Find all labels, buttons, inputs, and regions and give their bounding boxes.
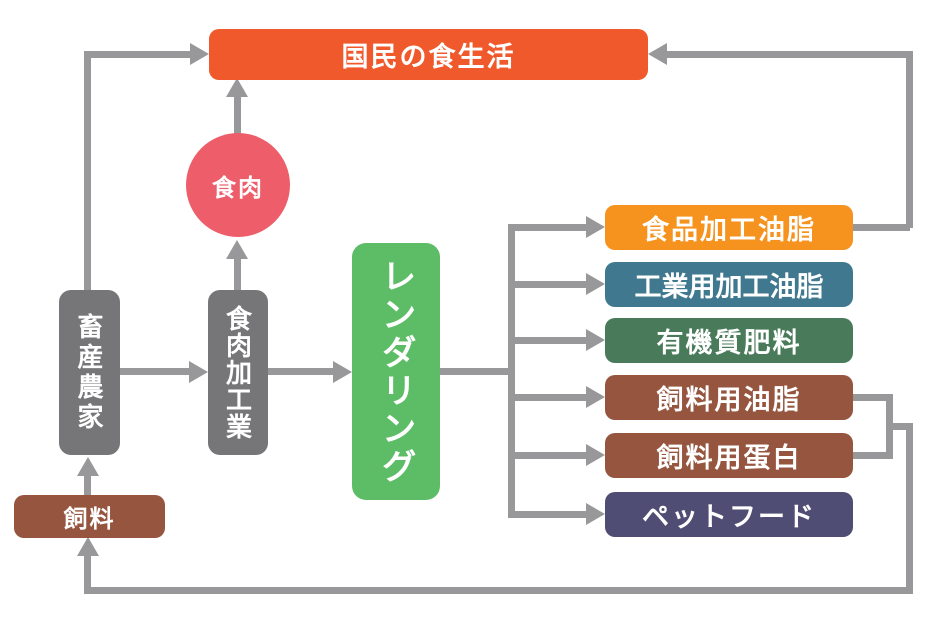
node-feed: 飼料: [14, 495, 165, 538]
arrowhead-into-rendering: [333, 361, 352, 383]
edge-foodoil-to-diet-vline: [906, 51, 913, 228]
arrowhead-food-oil: [586, 216, 605, 238]
arrowhead-industrial-oil: [586, 273, 605, 295]
node-product-feed-oil: 飼料用油脂: [605, 375, 853, 420]
branch-line-feed-oil: [508, 394, 590, 401]
edge-rendering-to-trunk-line: [440, 368, 512, 375]
node-livestock-farmers: 畜産農家: [59, 290, 120, 455]
node-meat: 食肉: [186, 133, 290, 237]
node-product-food-oil: 食品加工油脂: [605, 205, 853, 250]
branch-line-fertilizer: [508, 337, 590, 344]
arrowhead-fertilizer: [586, 329, 605, 351]
branch-line-food-oil: [508, 224, 590, 231]
edge-meat-to-diet-line: [234, 93, 241, 134]
arrowhead-into-meat: [226, 240, 248, 259]
node-product-pet-food: ペットフード: [605, 492, 853, 537]
edge-feedoil-right-hline: [852, 394, 893, 401]
node-national-diet: 国民の食生活: [209, 29, 648, 80]
edge-feed-return-right-vline: [906, 423, 913, 594]
branch-line-industrial-oil: [508, 281, 590, 288]
arrowhead-into-diet-right: [648, 43, 667, 65]
edge-farmers-to-meatproc-line: [120, 368, 193, 375]
arrowhead-into-diet-bottom: [226, 78, 248, 97]
arrowhead-feed-protein: [586, 444, 605, 466]
edge-foodoil-to-diet-topline: [662, 51, 910, 58]
edge-feed-return-connector: [886, 423, 913, 430]
edge-meatproc-to-rendering-line: [268, 368, 337, 375]
edge-foodoil-right-hline: [852, 224, 910, 231]
edge-feed-return-bottom-hline: [84, 587, 913, 594]
edge-feed-to-farmers-vline: [84, 474, 91, 496]
branch-line-feed-protein: [508, 452, 590, 459]
node-rendering: レンダリング: [352, 243, 440, 500]
edge-return-to-feed-vline: [84, 554, 91, 594]
edge-farmers-to-diet-hline: [88, 51, 193, 58]
arrowhead-into-diet-left: [190, 43, 209, 65]
arrowhead-into-farmers: [77, 457, 99, 476]
branch-line-pet-food: [508, 511, 590, 518]
node-product-industrial-oil: 工業用加工油脂: [605, 262, 853, 307]
arrowhead-into-feed: [77, 537, 99, 556]
edge-farmers-to-diet-vline: [84, 51, 91, 291]
node-product-fertilizer: 有機質肥料: [605, 318, 853, 363]
arrowhead-pet-food: [586, 503, 605, 525]
arrowhead-feed-oil: [586, 386, 605, 408]
edge-meatproc-to-meat-line: [234, 255, 241, 291]
edge-feedprotein-right-hline: [852, 452, 893, 459]
branch-trunk-vline: [508, 224, 515, 518]
node-meat-processing: 食肉加工業: [208, 290, 268, 455]
node-product-feed-protein: 飼料用蛋白: [605, 433, 853, 478]
arrowhead-into-meatproc: [189, 361, 208, 383]
